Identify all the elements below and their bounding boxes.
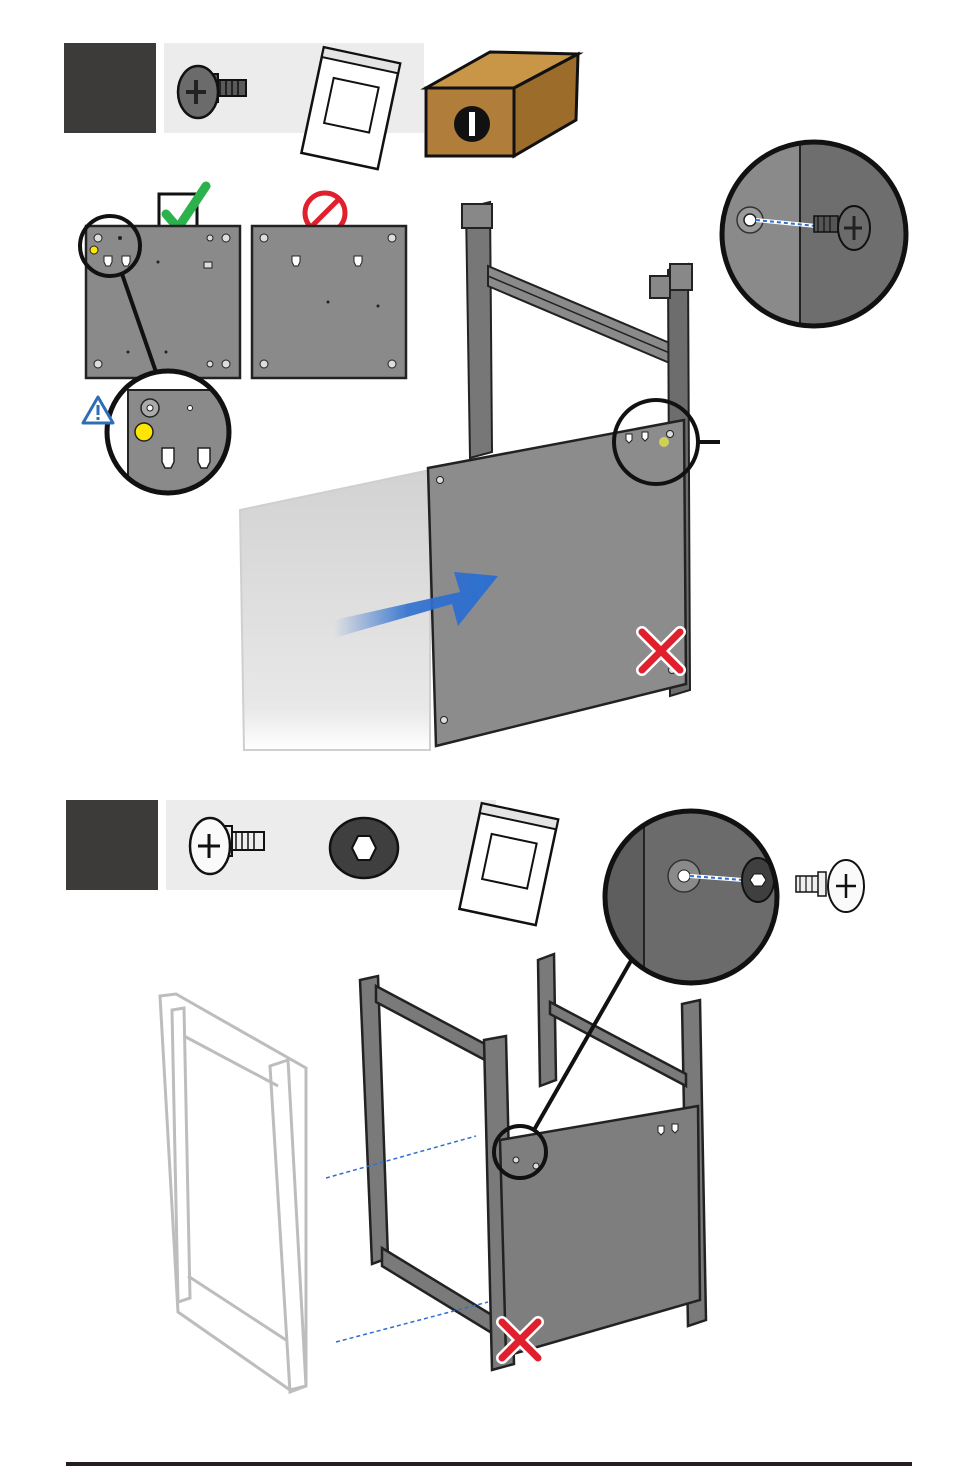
footer-rule xyxy=(66,1462,912,1466)
panel-correct-orientation xyxy=(84,224,242,380)
warning-triangle-icon xyxy=(81,395,115,425)
zoom-detail-screw-washer xyxy=(602,808,780,986)
red-x-icon-step-2 xyxy=(496,1316,544,1364)
red-x-icon xyxy=(636,626,686,676)
screw-light-detail-icon xyxy=(795,859,865,913)
zoom-connector-small xyxy=(78,214,158,373)
zoom-detail-warning xyxy=(104,368,232,496)
step-1-number-box xyxy=(64,43,156,133)
hardware-bag-icon xyxy=(299,45,402,171)
panel-incorrect-orientation xyxy=(250,224,408,380)
box-I-icon xyxy=(420,50,584,159)
screw-light-icon xyxy=(188,816,265,876)
assembly-step-2-illustration xyxy=(158,951,708,1395)
screw-dark-icon xyxy=(176,64,247,120)
step-2-number-box xyxy=(66,800,158,890)
washer-icon xyxy=(328,816,400,880)
hardware-bag-icon-step-2 xyxy=(457,801,560,927)
zoom-detail-screw-insertion xyxy=(719,139,909,329)
assembly-step-1-illustration xyxy=(238,200,720,751)
